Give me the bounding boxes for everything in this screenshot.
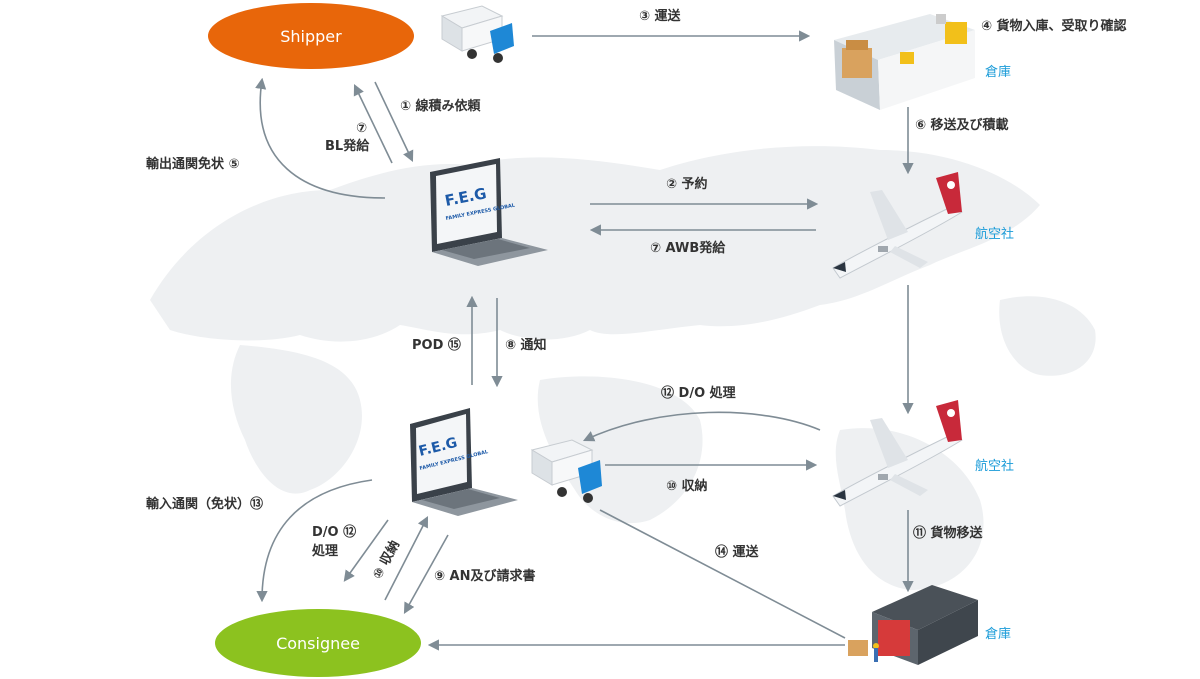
world-map-background [150,146,1096,590]
warehouse-top-icon [834,14,975,110]
step-13-label: 輸入通関（免状）⑬ [146,496,263,512]
arrow-s7-bl [353,83,393,164]
shipper-label: Shipper [280,27,342,46]
step-10-upper-label: ⑩ 収納 [666,478,708,494]
step-12-upper-label: ⑫ D/O 処理 [661,385,736,401]
step-15-label: POD ⑮ [412,337,461,353]
shipper-node: Shipper [208,3,414,69]
arrow-s12 [582,411,821,442]
airline-top-label: 航空社 [975,226,1014,242]
consignee-node: Consignee [215,609,421,677]
step-14-label: ⑭ 運送 [715,544,760,560]
step-8-label: ⑧ 通知 [505,337,547,353]
step-7-awb-label: ⑦ AWB発給 [650,240,726,256]
step-2-label: ② 予約 [666,176,708,192]
laptop-top-icon: F.E.G FAMILY EXPRESS GLOBAL [430,158,548,266]
consignee-label: Consignee [276,634,360,653]
step-7-bl-number: ⑦ [356,121,367,136]
warehouse-bottom-icon [848,585,978,665]
arrow-s13 [256,479,373,603]
warehouse-bottom-label: 倉庫 [985,627,1011,642]
arrow-s10-lower [384,516,429,601]
arrow-s1 [374,81,414,163]
line-s14 [599,509,846,639]
step-5-label: 輸出通関免状 ⑤ [146,156,240,172]
step-12-lower-label-a: D/O ⑫ [312,524,356,540]
step-4-label: ④ 貨物入庫、受取り確認 [981,18,1127,34]
arrow-s5 [255,77,386,199]
warehouse-top-label: 倉庫 [985,65,1011,80]
step-3-label: ③ 運送 [639,8,682,24]
arrow-s9 [403,534,449,614]
step-6-label: ⑥ 移送及び積載 [915,117,1009,133]
step-12-lower-label-b: 処理 [311,543,338,559]
airplane-bottom-icon [832,400,963,507]
laptop-bottom-icon: F.E.G FAMILY EXPRESS GLOBAL [410,408,518,516]
airline-bottom-label: 航空社 [975,458,1014,474]
step-1-label: ① 線積み依頼 [400,98,482,114]
step-11-label: ⑪ 貨物移送 [913,525,984,541]
arrow-s12-lower [343,519,389,582]
step-9-label: ⑨ AN及び請求書 [434,568,535,584]
flow-arrows [255,30,914,651]
truck-top-icon [440,5,514,63]
truck-middle-icon [530,439,602,503]
airplane-top-icon [832,172,963,279]
step-7-bl-label: BL発給 [325,138,370,154]
